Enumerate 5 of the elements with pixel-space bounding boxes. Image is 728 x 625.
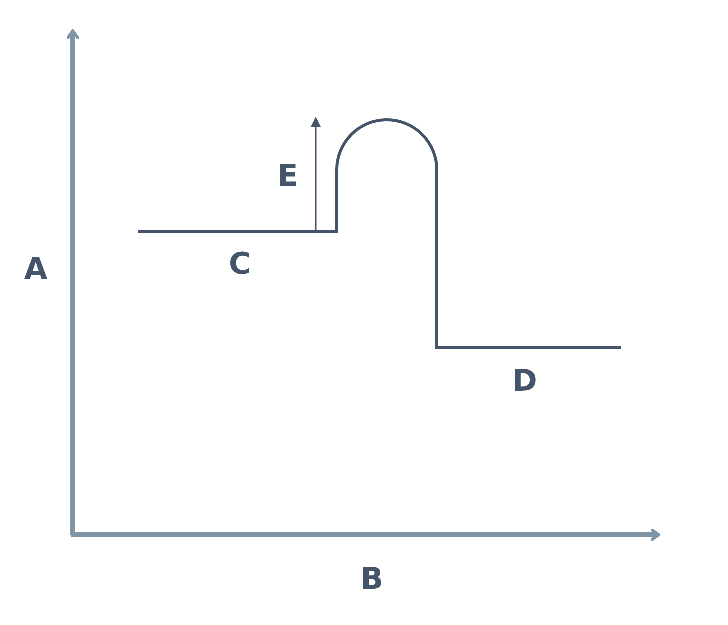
axis-label: E [278, 162, 298, 192]
axis-label: B [360, 565, 384, 595]
axis-label: D [512, 367, 538, 397]
axis-label: A [24, 255, 48, 285]
axis-label: C [228, 250, 252, 280]
